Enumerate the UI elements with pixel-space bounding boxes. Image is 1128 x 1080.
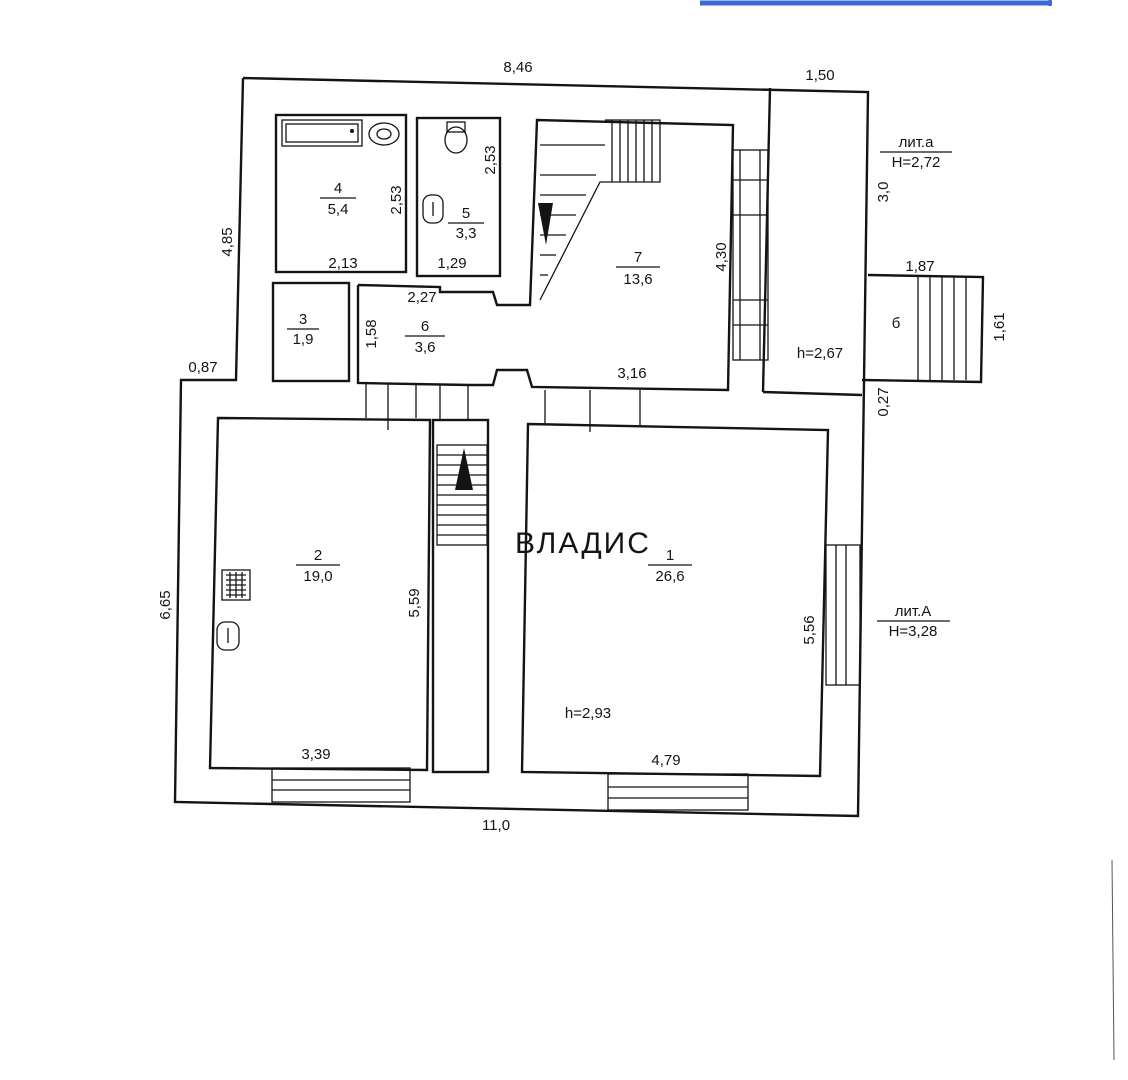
porch-stairs xyxy=(917,277,967,380)
toilet-tank xyxy=(446,121,466,133)
dim-left-upper: 4,85 xyxy=(219,227,236,256)
room-7-area: 13,6 xyxy=(623,271,652,288)
dim-step-right: 0,27 xyxy=(875,387,892,416)
room-6-label: 6 3,6 xyxy=(405,318,445,356)
room-2-number: 2 xyxy=(314,547,322,564)
stair-top-outline xyxy=(539,119,661,301)
room-5-outline xyxy=(415,116,502,278)
washbasin-icon xyxy=(368,122,400,146)
doorways-lower xyxy=(365,383,641,432)
veranda-bottom-wall xyxy=(762,390,863,397)
room-7-number: 7 xyxy=(634,249,642,266)
dim-porch-width: 1,87 xyxy=(905,258,934,275)
veranda-wall xyxy=(761,87,772,393)
stair-arrow-up-icon xyxy=(455,448,473,490)
room-3-number: 3 xyxy=(299,311,307,328)
dim-room7-height: 4,30 xyxy=(713,242,730,271)
dim-room2-width: 3,39 xyxy=(301,746,330,763)
bathtub-inner xyxy=(285,123,359,143)
dim-room4-width: 2,13 xyxy=(328,255,357,272)
lit-a-title: лит.а xyxy=(899,134,935,151)
watermark-text: ВЛАДИС xyxy=(515,527,651,560)
dim-step-left: 0,87 xyxy=(188,359,217,376)
exterior-wall xyxy=(173,76,870,818)
room-2-label: 2 19,0 xyxy=(296,547,340,585)
room-4-outline xyxy=(274,113,408,274)
dim-room7-width: 3,16 xyxy=(617,365,646,382)
room-3-area: 1,9 xyxy=(293,331,314,348)
dim-room5-height: 2,53 xyxy=(482,145,499,174)
stairwell-outline xyxy=(431,418,490,774)
scan-edge-right xyxy=(1111,859,1115,1061)
room-1-number: 1 xyxy=(666,547,674,564)
stair-arrow-down-icon xyxy=(538,203,553,245)
porch-label: б xyxy=(892,315,901,332)
room-6-area: 3,6 xyxy=(415,339,436,356)
room-7-label: 7 13,6 xyxy=(616,249,660,288)
dim-room1-width: 4,79 xyxy=(651,752,680,769)
room-2-outline xyxy=(208,416,432,772)
room-3-outline xyxy=(271,281,351,383)
dim-room5-width: 1,29 xyxy=(437,255,466,272)
lit-A-height: Н=3,28 xyxy=(889,623,938,640)
lit-a-height: Н=2,72 xyxy=(892,154,941,171)
dim-bottom: 11,0 xyxy=(482,817,510,834)
room-6-7-outline xyxy=(356,118,735,392)
room-1-label: 1 26,6 xyxy=(648,547,692,585)
room-5-number: 5 xyxy=(462,205,470,222)
washbasin-bowl xyxy=(376,128,392,140)
window-bottom-left xyxy=(271,767,411,803)
height-veranda: h=2,67 xyxy=(797,345,843,362)
dim-top: 8,46 xyxy=(503,59,532,76)
room-6-number: 6 xyxy=(421,318,429,335)
dim-porch-height: 1,61 xyxy=(991,312,1008,341)
room-2-area: 19,0 xyxy=(303,568,332,585)
sink-icon xyxy=(216,621,240,651)
room-4-number: 4 xyxy=(334,180,342,197)
passage-hall-veranda xyxy=(732,149,769,361)
room-5-label: 5 3,3 xyxy=(448,205,484,242)
radiator-icon xyxy=(221,569,251,601)
dim-top-right: 1,50 xyxy=(805,67,834,84)
dim-room4-height: 2,53 xyxy=(388,185,405,214)
room-1-outline xyxy=(520,422,830,778)
room-4-label: 4 5,4 xyxy=(320,180,356,218)
lit-A-title: лит.А xyxy=(895,603,932,620)
dim-room2-height: 5,59 xyxy=(406,588,423,617)
dim-veranda-height: 3,0 xyxy=(875,182,892,203)
window-east xyxy=(825,544,861,686)
dim-corridor-width: 2,27 xyxy=(407,289,436,306)
small-sink-icon xyxy=(422,194,444,224)
bathtub-drain xyxy=(350,129,354,133)
window-bottom-right xyxy=(607,773,749,811)
radiator-grid xyxy=(226,572,246,598)
room-1-area: 26,6 xyxy=(655,568,684,585)
porch-outline xyxy=(861,273,985,384)
dim-room1-height: 5,56 xyxy=(801,615,818,644)
room-5-area: 3,3 xyxy=(456,225,477,242)
dim-left-lower: 6,65 xyxy=(157,590,174,619)
toilet-icon xyxy=(444,126,468,154)
room-4-area: 5,4 xyxy=(328,201,349,218)
room-3-label: 3 1,9 xyxy=(287,311,319,348)
bathtub-icon xyxy=(281,119,363,147)
height-room1: h=2,93 xyxy=(565,705,611,722)
dim-room6-height: 1,58 xyxy=(363,319,380,348)
